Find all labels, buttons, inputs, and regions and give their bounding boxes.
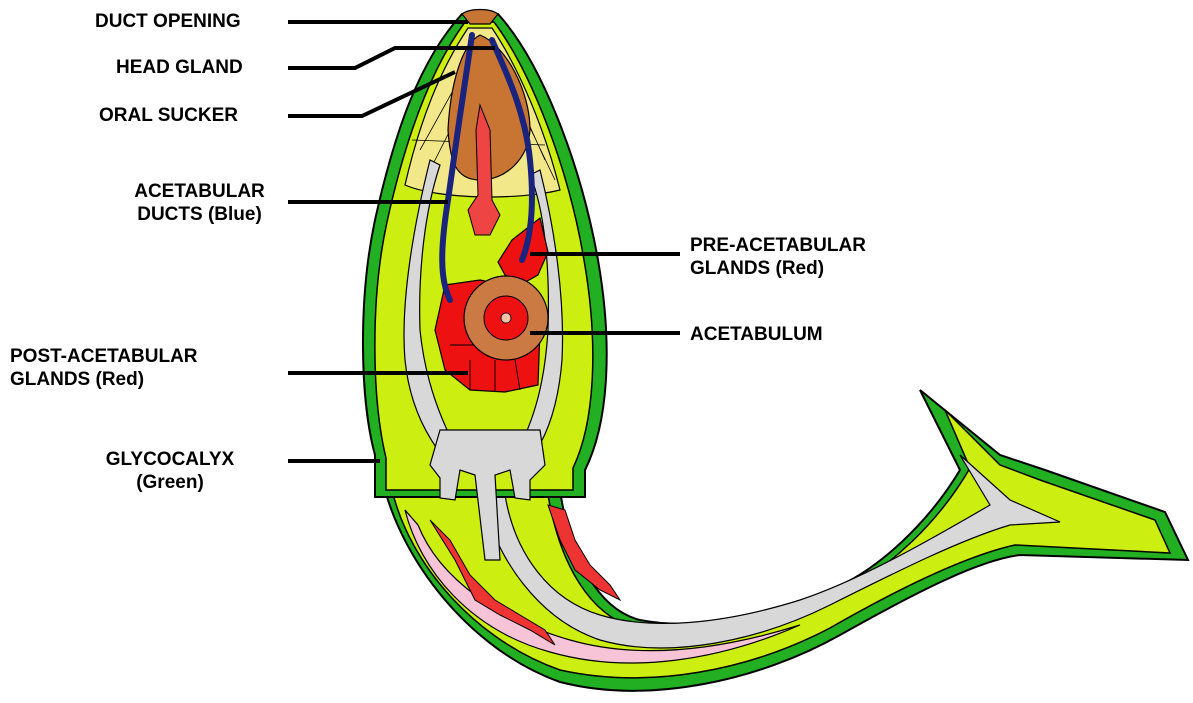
label-acetabular-ducts-line1: ACETABULAR: [112, 180, 287, 203]
label-acetabular-ducts-line2: DUCTS (Blue): [112, 203, 287, 226]
label-glycocalyx-line2: (Green): [80, 471, 260, 494]
label-acetabular-ducts: ACETABULAR DUCTS (Blue): [112, 180, 287, 226]
label-glycocalyx: GLYCOCALYX (Green): [80, 448, 260, 494]
label-oral-sucker: ORAL SUCKER: [99, 104, 238, 127]
label-post-acetabular-line1: POST-ACETABULAR: [10, 345, 198, 368]
label-head-gland: HEAD GLAND: [116, 56, 243, 79]
label-post-acetabular-line2: GLANDS (Red): [10, 368, 198, 391]
label-glycocalyx-line1: GLYCOCALYX: [80, 448, 260, 471]
label-duct-opening: DUCT OPENING: [95, 10, 241, 33]
label-acetabulum: ACETABULUM: [690, 323, 823, 346]
label-pre-acetabular-line1: PRE-ACETABULAR: [690, 234, 866, 257]
label-pre-acetabular-glands: PRE-ACETABULAR GLANDS (Red): [690, 234, 866, 280]
label-pre-acetabular-line2: GLANDS (Red): [690, 257, 866, 280]
acetabulum-inner: [501, 313, 511, 323]
label-post-acetabular-glands: POST-ACETABULAR GLANDS (Red): [10, 345, 198, 391]
